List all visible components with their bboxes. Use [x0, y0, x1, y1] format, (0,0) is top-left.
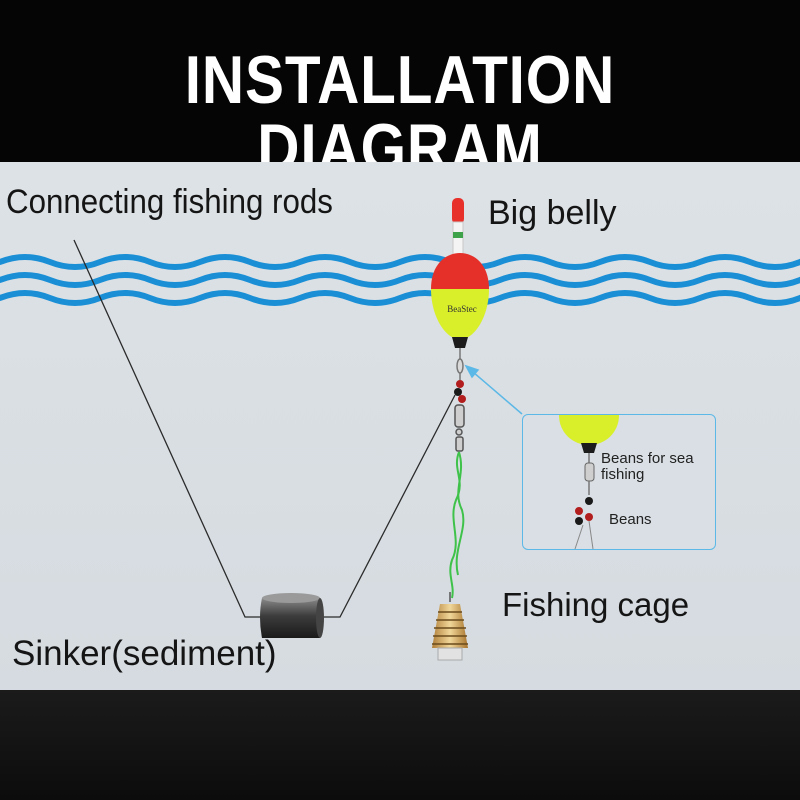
wave-line	[0, 254, 800, 270]
rod-line	[73, 239, 262, 618]
inset-bead-black	[585, 497, 593, 505]
fishing-cage	[432, 592, 468, 661]
float-antenna-tip	[452, 198, 464, 224]
label-big-belly: Big belly	[488, 194, 617, 232]
label-connecting-fishing-rods: Connecting fishing rods	[6, 183, 333, 221]
detail-inset: Beans for sea fishing Beans	[522, 414, 716, 550]
label-sinker: Sinker(sediment)	[12, 634, 277, 673]
bead-red	[456, 380, 464, 388]
sinker-weight	[260, 593, 324, 638]
bead-red	[458, 395, 466, 403]
float-brand-text: BeaStec	[447, 304, 477, 314]
inset-illustration	[559, 415, 619, 549]
label-fishing-cage: Fishing cage	[502, 586, 690, 623]
water-waves	[0, 254, 800, 306]
callout-pointer	[464, 364, 523, 415]
big-belly-float: BeaStec	[431, 253, 489, 348]
snap-swivel	[454, 404, 465, 452]
float-antenna	[452, 221, 464, 259]
float-antenna-band	[453, 232, 463, 238]
green-leader	[449, 451, 465, 599]
inset-label-beans-sea-fishing: Beans for sea fishing	[601, 450, 694, 483]
swivel-assembly	[456, 348, 464, 380]
bead-black	[454, 388, 462, 396]
inset-label-beans: Beans	[609, 511, 652, 528]
header-bar: INSTALLATION DIAGRAM	[0, 0, 800, 182]
footer-bar	[0, 690, 800, 800]
sinker-line	[322, 394, 456, 618]
fishing-line	[73, 239, 456, 618]
wave-line	[0, 290, 800, 306]
inset-bead-red	[575, 507, 583, 515]
wave-line	[0, 272, 800, 288]
inset-bead-black	[575, 517, 583, 525]
inset-bead-red	[585, 513, 593, 521]
